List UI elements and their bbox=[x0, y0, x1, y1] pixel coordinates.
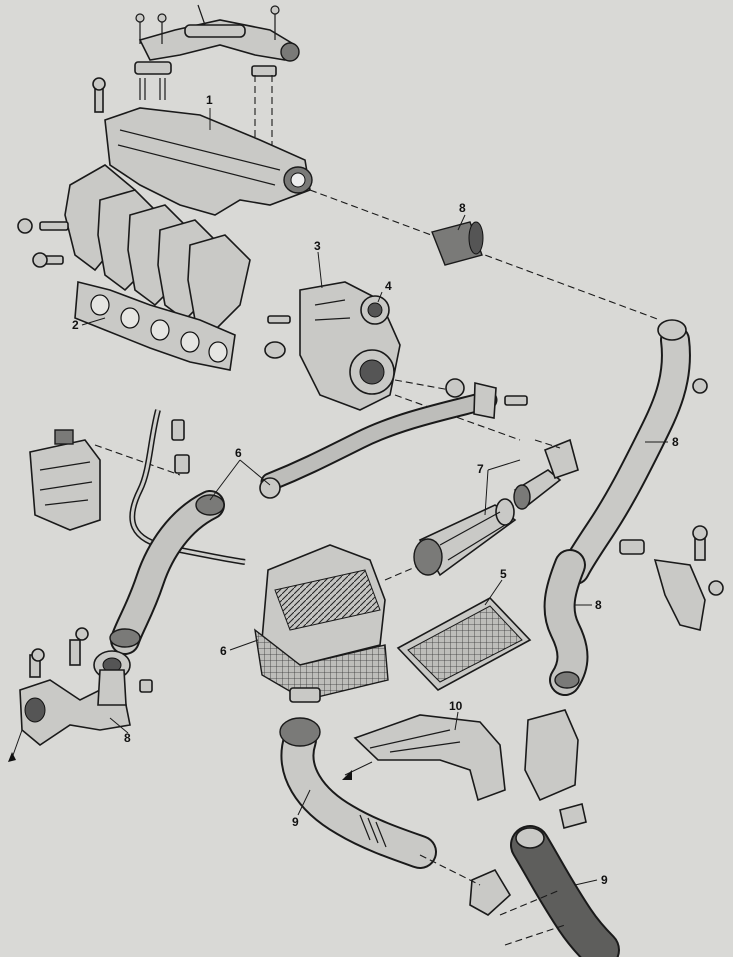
callout-3: 3 bbox=[314, 239, 321, 253]
intake-manifold bbox=[17, 77, 661, 331]
fuel-injection-unit bbox=[29, 419, 190, 531]
air-filter-element bbox=[396, 597, 532, 691]
callout-1: 1 bbox=[206, 93, 213, 107]
thermostat-housing bbox=[8, 627, 153, 762]
mounting-bracket bbox=[524, 525, 724, 802]
intake-duct bbox=[413, 438, 579, 577]
throttle-body bbox=[264, 281, 528, 441]
callout-8-thermostat: 8 bbox=[124, 731, 131, 745]
callout-9-snorkel: 9 bbox=[601, 873, 608, 887]
callout-10: 10 bbox=[449, 699, 463, 713]
callout-6-filter-housing: 6 bbox=[220, 644, 227, 658]
callout-5: 5 bbox=[500, 567, 507, 581]
air-filter-housing bbox=[254, 544, 421, 703]
callout-8-lower-hose: 8 bbox=[595, 598, 602, 612]
radiator-hose-lower bbox=[543, 549, 589, 696]
callout-6-hose: 6 bbox=[235, 446, 242, 460]
callout-9-intake-hose: 9 bbox=[292, 815, 299, 829]
air-intake-hose bbox=[279, 717, 512, 916]
air-duct-resonator bbox=[342, 714, 506, 802]
manifold-gasket bbox=[74, 280, 236, 371]
radiator-hose-upper bbox=[109, 490, 225, 655]
callout-2: 2 bbox=[72, 318, 79, 332]
coolant-hose-long bbox=[259, 381, 498, 499]
fuel-rail-assembly bbox=[134, 4, 300, 160]
hose-sleeve bbox=[431, 221, 484, 266]
callout-8-sleeve: 8 bbox=[459, 201, 466, 215]
leader-lines bbox=[81, 108, 668, 886]
air-snorkel bbox=[499, 803, 620, 957]
callout-8-right-hose: 8 bbox=[672, 435, 679, 449]
radiator-hose-right bbox=[560, 319, 708, 585]
callout-7: 7 bbox=[477, 462, 484, 476]
callout-4: 4 bbox=[385, 279, 392, 293]
